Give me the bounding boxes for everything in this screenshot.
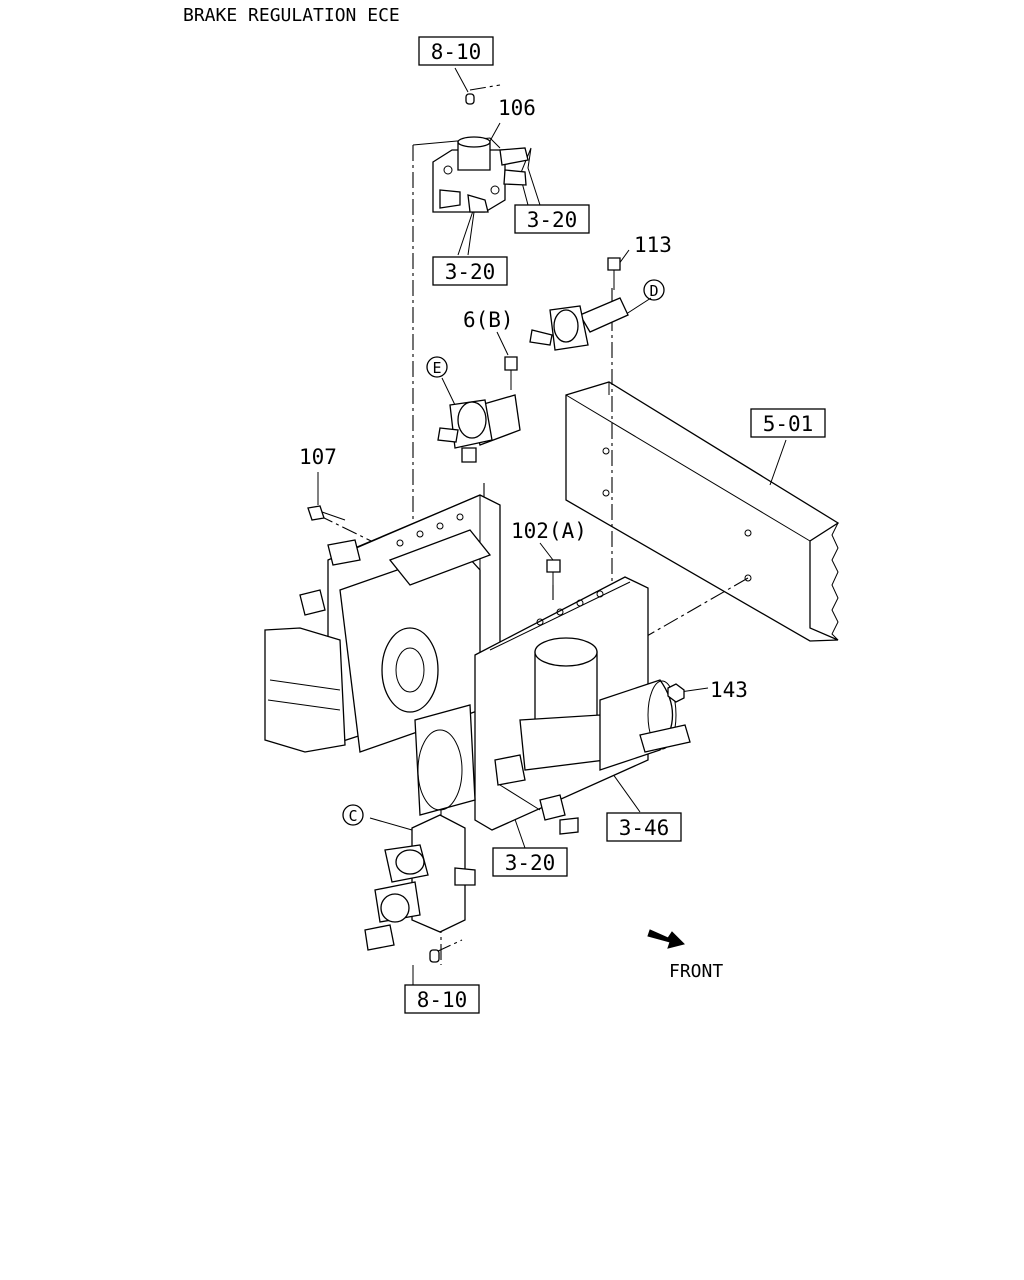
bolt-107 — [307, 505, 346, 521]
part-number-6b: 6(B) — [463, 308, 514, 332]
front-label: FRONT — [669, 961, 723, 982]
callout-text: 3-46 — [619, 816, 670, 840]
circle-label-text: E — [432, 359, 441, 377]
lower-fittings — [494, 724, 691, 835]
circle-label-d: D — [643, 279, 665, 301]
callout-ref-5-01: 5-01 — [750, 408, 826, 438]
air-tank-lower — [414, 704, 476, 816]
callout-text: 3-20 — [505, 851, 556, 875]
frame-rail — [565, 381, 840, 642]
circle-label-e: E — [426, 356, 448, 378]
callout-text: 8-10 — [431, 40, 482, 64]
circle-label-text: D — [649, 282, 658, 300]
front-direction-indicator: FRONT — [647, 929, 723, 982]
air-tank-left — [339, 529, 492, 753]
valve-bracket-e — [437, 356, 521, 463]
nut-143 — [667, 683, 685, 703]
part-number-106: 106 — [498, 96, 536, 120]
front-arrow-icon — [647, 929, 685, 949]
diagram-title: BRAKE REGULATION ECE — [183, 5, 400, 26]
callout-text: 8-10 — [417, 988, 468, 1012]
callout-text: 5-01 — [763, 412, 814, 436]
left-auxiliary-box — [264, 539, 361, 753]
callout-ref-3-20-a: 3-20 — [514, 204, 590, 234]
part-number-113: 113 — [634, 233, 672, 257]
valve-assembly-106 — [432, 93, 529, 213]
callout-text: 3-20 — [445, 260, 496, 284]
circle-label-c: C — [342, 804, 364, 826]
circle-label-text: C — [348, 807, 357, 825]
valve-bracket-c — [364, 814, 476, 963]
part-number-143: 143 — [710, 678, 748, 702]
part-number-107: 107 — [299, 445, 337, 469]
callout-ref-8-10-bottom: 8-10 — [404, 984, 480, 1014]
callout-ref-8-10-top: 8-10 — [418, 36, 494, 66]
valve-bracket-d — [529, 257, 629, 351]
air-dryer — [519, 637, 677, 771]
callout-ref-3-20-b: 3-20 — [432, 256, 508, 286]
callout-text: 3-20 — [527, 208, 578, 232]
part-number-102a: 102(A) — [511, 519, 587, 543]
callout-ref-3-20-c: 3-20 — [492, 847, 568, 877]
bolt-102a — [546, 559, 561, 588]
callout-ref-3-46: 3-46 — [606, 812, 682, 842]
